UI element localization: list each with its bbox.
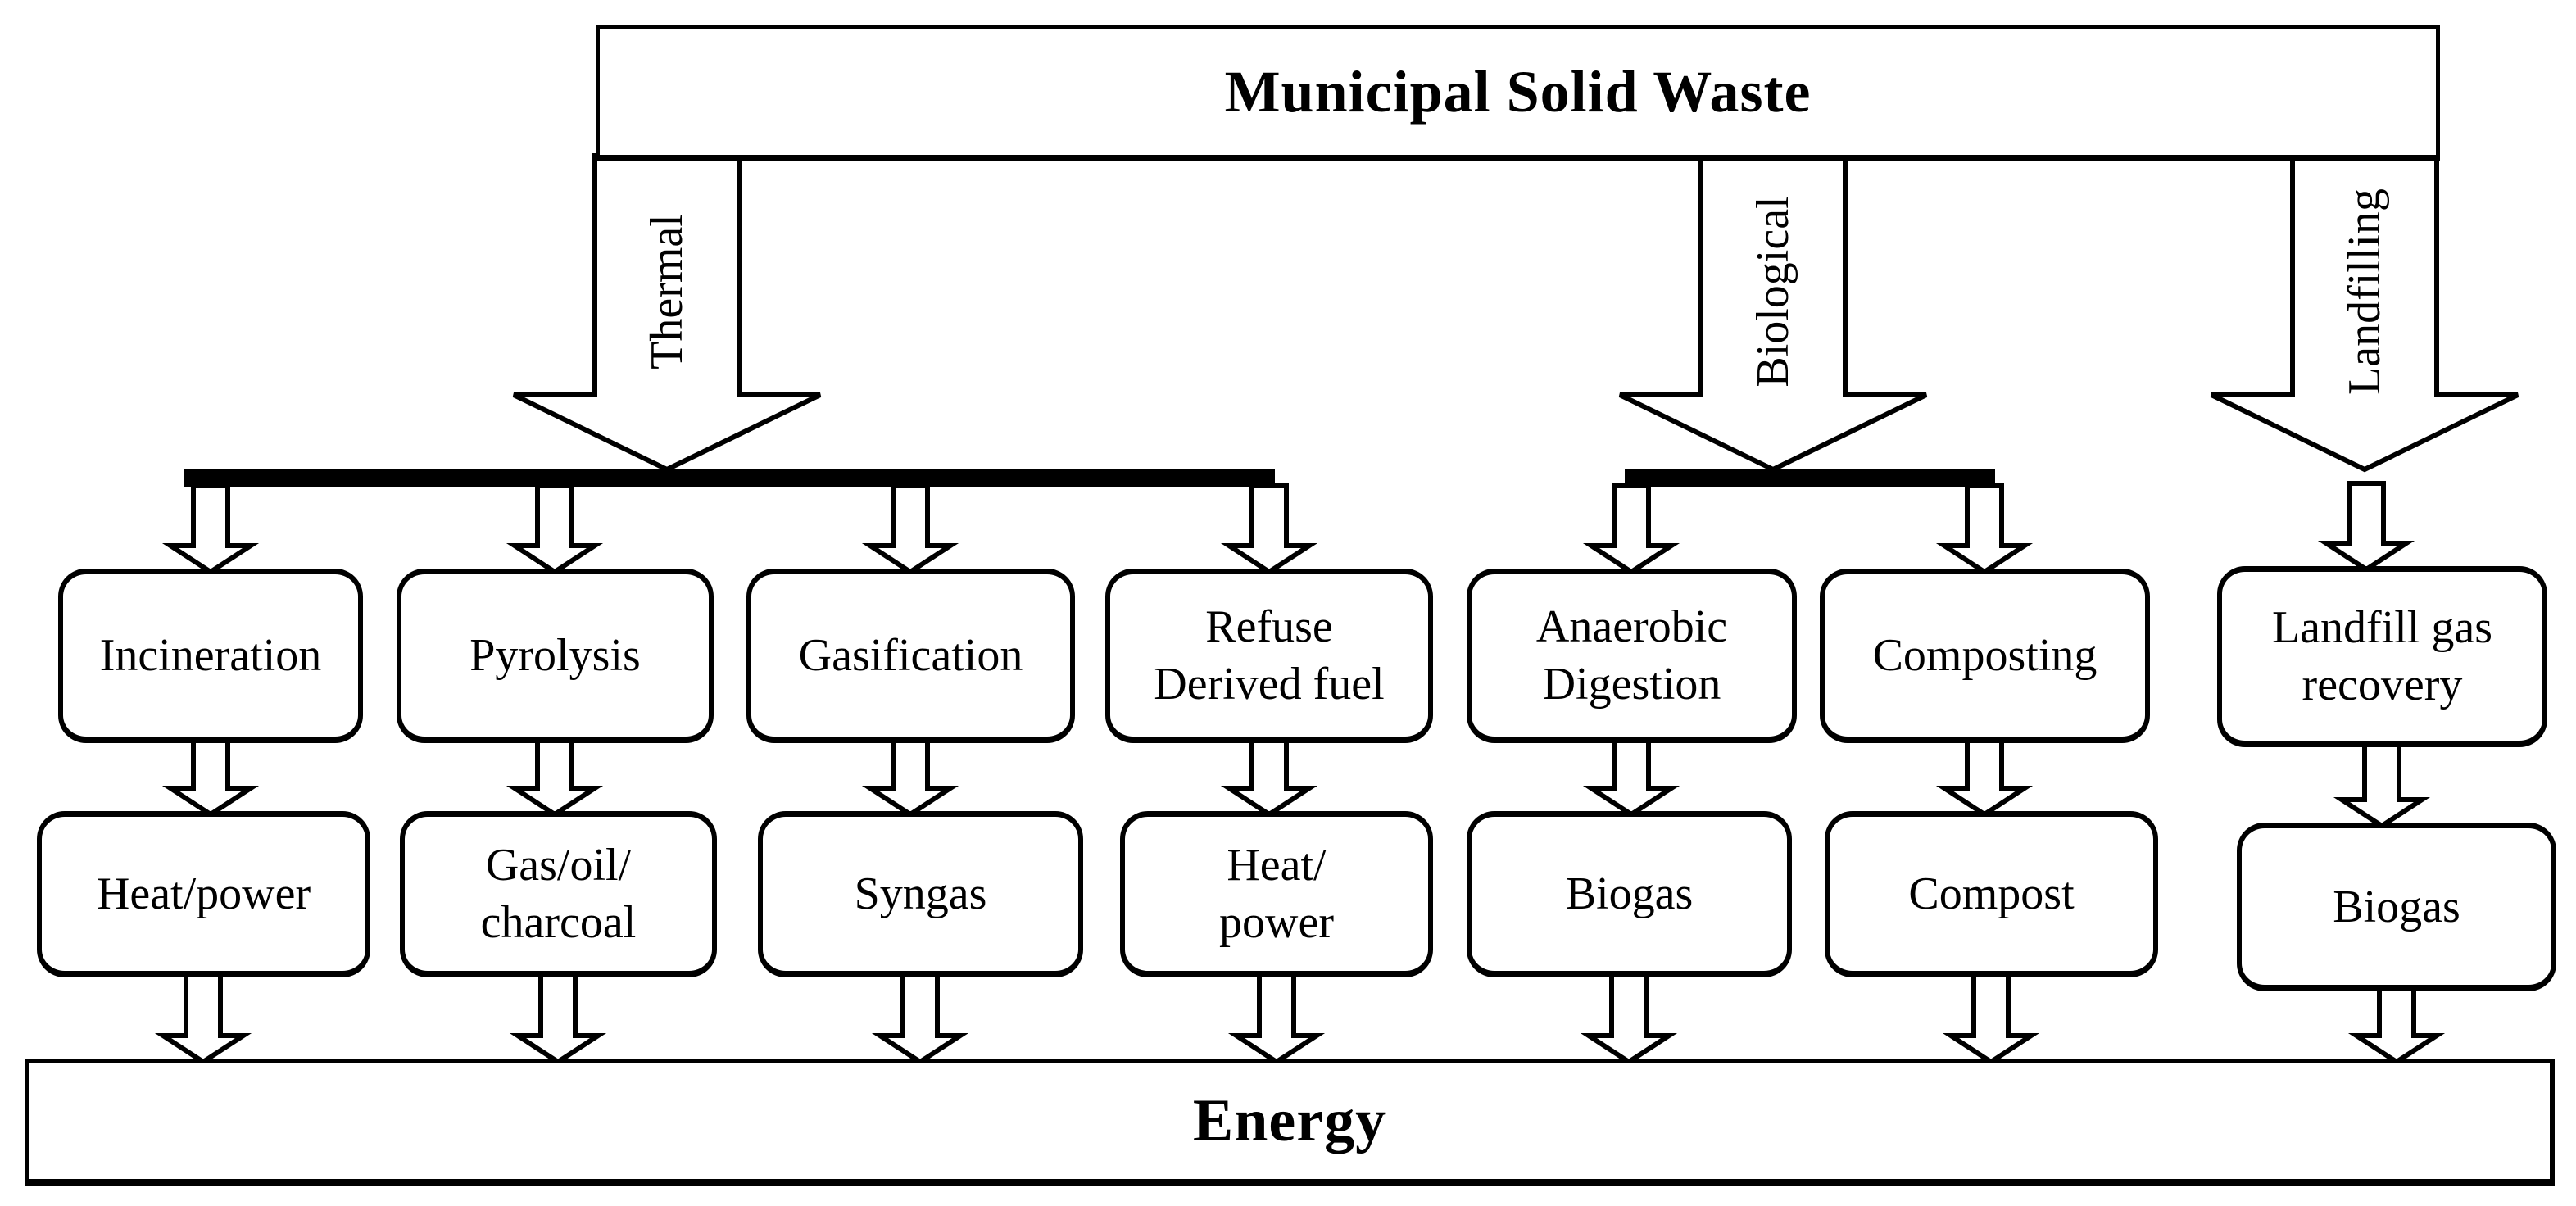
output-box-biogas-2: Biogas <box>2237 823 2556 991</box>
branch-label-landfilling: Landfilling <box>2339 188 2390 395</box>
node-municipal-solid-waste: Municipal Solid Waste <box>596 25 2440 161</box>
process-box-refuse-derived-fuel: Refuse Derived fuel <box>1105 569 1433 743</box>
branch-label-thermal: Thermal <box>642 214 692 370</box>
process-box-pyrolysis: Pyrolysis <box>397 569 714 743</box>
output-box-biogas-1: Biogas <box>1467 811 1792 977</box>
process-box-anaerobic-digestion: Anaerobic Digestion <box>1467 569 1797 743</box>
output-box-heat-power-1: Heat/power <box>37 811 370 977</box>
process-box-landfill-gas-recovery: Landfill gas recovery <box>2217 566 2547 747</box>
process-box-incineration: Incineration <box>58 569 363 743</box>
process-box-composting: Composting <box>1820 569 2150 743</box>
branch-label-biological: Biological <box>1748 196 1798 388</box>
node-energy: Energy <box>25 1059 2555 1186</box>
output-box-syngas: Syngas <box>758 811 1083 977</box>
output-box-compost: Compost <box>1825 811 2158 977</box>
output-box-heat-power-2: Heat/ power <box>1120 811 1433 977</box>
process-box-gasification: Gasification <box>746 569 1075 743</box>
output-box-gas-oil-charcoal: Gas/oil/ charcoal <box>400 811 717 977</box>
